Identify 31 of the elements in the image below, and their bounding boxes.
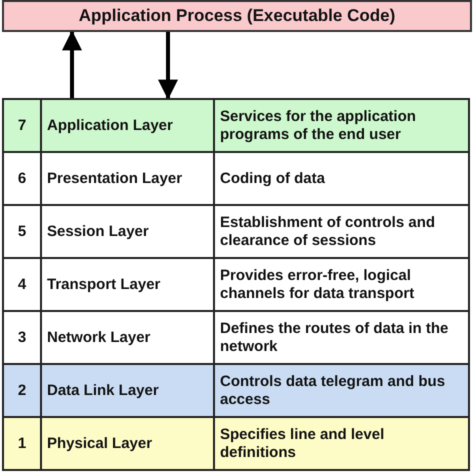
layer-number: 2 [4,365,42,416]
layer-name: Session Layer [42,206,215,257]
layer-description: Services for the application programs of the end user [219,106,417,144]
layer-description: Establishment of controls and clearance of sessions [219,212,436,250]
layer-name: Physical Layer [42,418,215,469]
layer-name: Transport Layer [42,259,215,310]
layer-description: Specifies line and level definitions [219,424,386,462]
arrow [62,30,82,98]
layer-row [2,259,470,312]
layer-number: 1 [4,418,42,469]
layer-description: Provides error-free, logical channels for data transport [219,266,416,304]
layer-row [2,418,470,471]
arrow [158,32,178,100]
layer-row [2,98,470,153]
layer-row [2,312,470,365]
layer-number: 7 [4,100,42,151]
layer-name: Network Layer [42,312,215,363]
layer-row [2,206,470,259]
layer-description: Controls data telegram and bus access [219,372,446,410]
layer-number: 3 [4,312,42,363]
layer-row [2,153,470,206]
layer-description: Defines the routes of data in the network [219,318,450,356]
layer-number: 4 [4,259,42,310]
layer-name: Application Layer [42,100,215,151]
layer-number: 6 [4,153,42,204]
layer-row [2,365,470,418]
layer-description: Coding of data [219,168,326,188]
process-box: Application Process (Executable Code) [2,0,472,32]
layer-name: Data Link Layer [42,365,215,416]
layer-name: Presentation Layer [42,153,215,204]
layer-number: 5 [4,206,42,257]
